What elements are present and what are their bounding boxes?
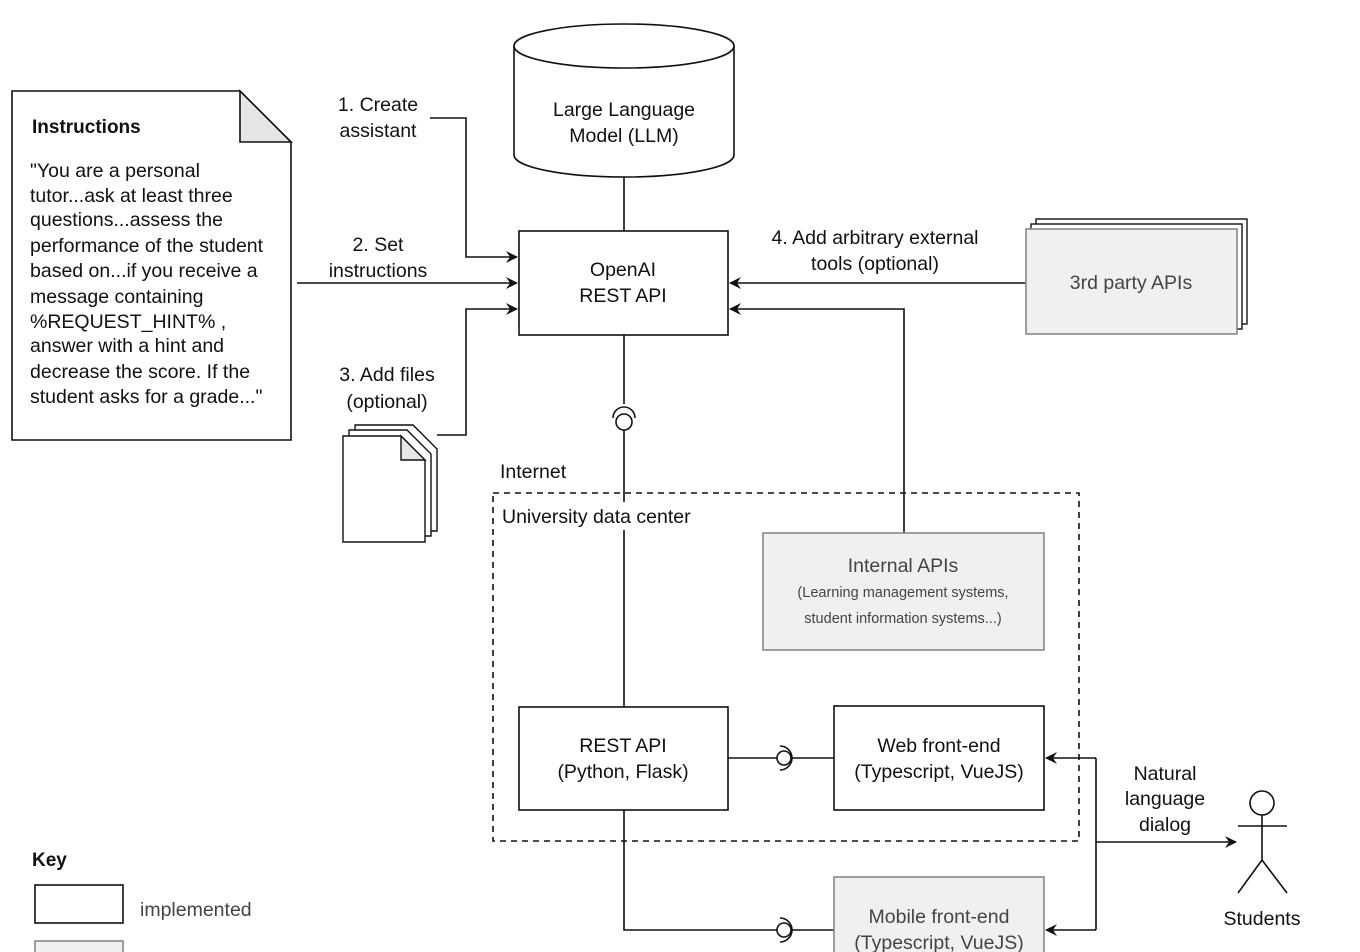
llm-label: Large Language (553, 99, 695, 121)
dialog-label: language (1125, 788, 1205, 810)
web-interface-ball (776, 750, 792, 766)
internal-apis-title: Internal APIs (848, 555, 959, 577)
step-set-label: 2. Set (353, 234, 405, 256)
internal-apis-box: Internal APIs (Learning management syste… (762, 532, 1045, 651)
dialog-label: Natural (1134, 763, 1197, 785)
openai-api-box: OpenAI REST API (518, 230, 729, 336)
key-planned-swatch (34, 940, 124, 952)
instructions-line: student asks for a grade..." (30, 386, 262, 408)
third-party-apis-label: 3rd party APIs (1070, 272, 1193, 294)
create-assistant-arrow (430, 117, 518, 263)
web-frontend-box: Web front-end (Typescript, VueJS) (833, 705, 1045, 811)
instructions-line: answer with a hint and (30, 335, 224, 357)
openai-socket (612, 406, 636, 419)
mobile-frontend-label: Mobile front-end (869, 906, 1010, 928)
instructions-note: Instructions "You are a personal tutor..… (11, 89, 293, 441)
dialog-label: dialog (1139, 814, 1191, 836)
mobile-frontend-label: (Typescript, VueJS) (854, 932, 1023, 952)
step-set-label: instructions (329, 260, 428, 282)
llm-label: Model (LLM) (569, 125, 678, 147)
step-files-label: 3. Add files (339, 364, 435, 386)
datacenter-label-bg (498, 503, 710, 529)
openai-api-label: REST API (579, 285, 666, 307)
student-actor-icon (1237, 790, 1288, 894)
mobile-interface-line (623, 810, 777, 931)
internal-apis-subtitle: student information systems...) (804, 611, 1001, 627)
web-frontend-label: (Typescript, VueJS) (854, 761, 1023, 783)
actor-label: Students (1224, 908, 1301, 930)
mobile-frontend-box: Mobile front-end (Typescript, VueJS) (833, 876, 1045, 952)
internal-apis-arrow (729, 303, 905, 533)
mobile-interface-ball (776, 922, 792, 938)
files-stack-icon (342, 424, 438, 543)
openai-api-label: OpenAI (590, 259, 656, 281)
step-create-label: assistant (340, 120, 418, 142)
rest-api-box: REST API (Python, Flask) (518, 706, 729, 811)
instructions-line: decrease the score. If the (30, 361, 250, 383)
instructions-line: performance of the student (30, 235, 264, 257)
datacenter-label: University data center (502, 506, 691, 528)
add-files-arrow (437, 303, 518, 436)
openai-interface-ball (615, 413, 633, 431)
datacenter-boundary (492, 492, 1080, 842)
key-implemented-swatch (34, 884, 124, 924)
step-files-label: (optional) (346, 391, 427, 413)
key-title: Key (32, 850, 67, 871)
instructions-line: "You are a personal (30, 160, 200, 182)
step-create-label: 1. Create (338, 94, 418, 116)
instructions-title: Instructions (32, 117, 141, 138)
instructions-line: message containing (30, 286, 203, 308)
rest-api-label: (Python, Flask) (557, 761, 688, 783)
rest-api-label: REST API (579, 735, 666, 757)
internet-label: Internet (500, 461, 567, 483)
key-implemented-label: implemented (140, 899, 252, 921)
web-frontend-label: Web front-end (877, 735, 1000, 757)
third-party-apis-stack: 3rd party APIs (1025, 218, 1248, 335)
internal-apis-subtitle: (Learning management systems, (797, 585, 1008, 601)
llm-database: Large Language Model (LLM) (513, 23, 735, 178)
instructions-line: %REQUEST_HINT% , (30, 311, 226, 333)
step-tools-label: tools (optional) (811, 253, 939, 275)
instructions-line: questions...assess the (30, 209, 223, 231)
instructions-body: "You are a personal tutor...ask at least… (30, 160, 264, 408)
step-tools-label: 4. Add arbitrary external (771, 227, 978, 249)
instructions-line: based on...if you receive a (30, 260, 258, 282)
instructions-line: tutor...ask at least three (30, 185, 233, 207)
